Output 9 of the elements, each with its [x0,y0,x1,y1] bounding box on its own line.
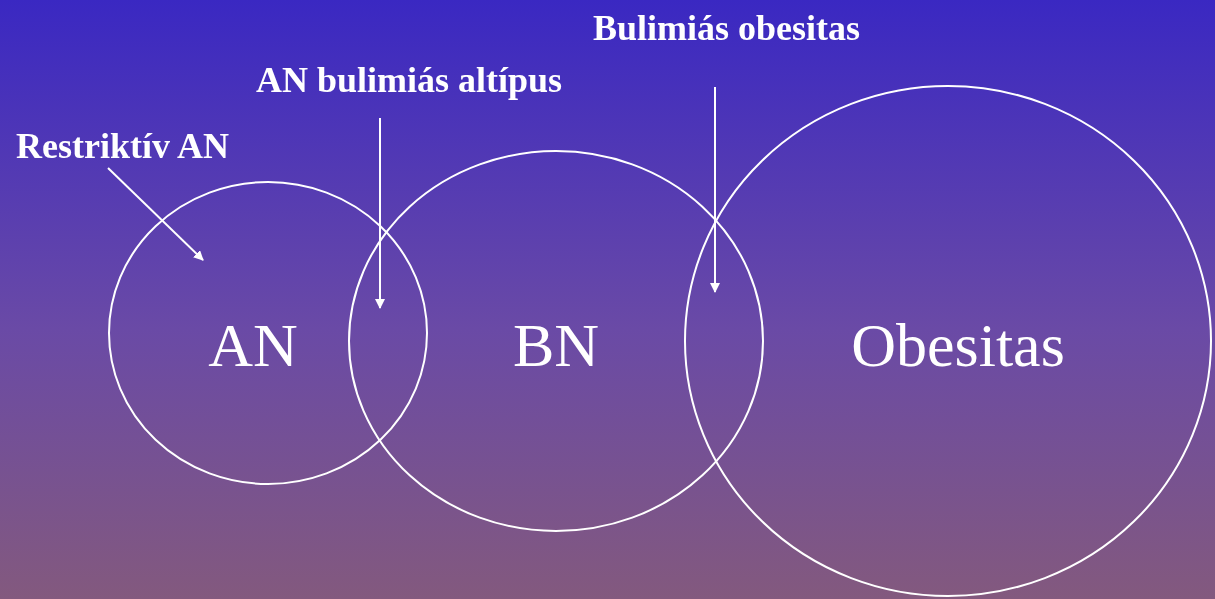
callout-label: AN bulimiás altípus [256,62,563,98]
callout-label: Bulimiás obesitas [593,10,861,46]
callout-label: Restriktív AN [16,128,229,164]
leader-line [107,167,204,261]
set-label: Obesitas [851,314,1065,376]
leader-line [710,86,720,293]
set-label: BN [512,314,600,376]
set-label: AN [208,314,298,376]
leader-line [375,117,385,309]
